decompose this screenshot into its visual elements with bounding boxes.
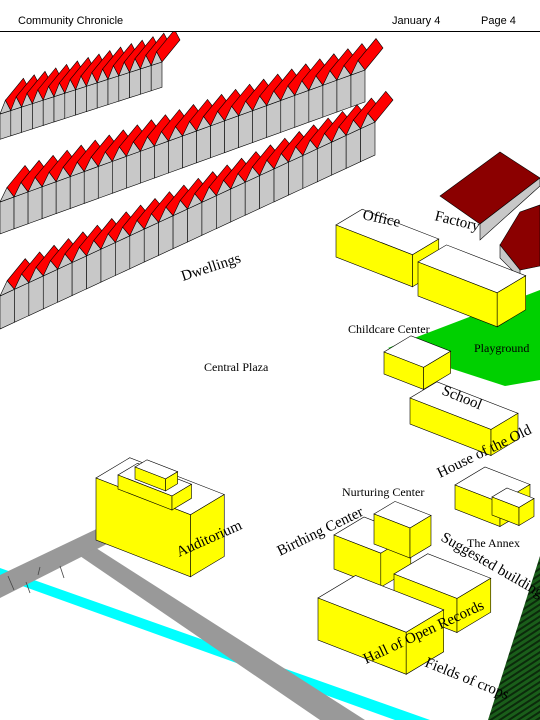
house-wall [294,89,310,128]
house-wall [13,191,29,230]
house-wall [154,140,169,179]
auditorium-top-side [165,471,178,492]
suggested-building-side [456,577,492,634]
dwellings-rows [0,32,394,330]
house-wall [42,96,55,126]
page-number: Page 4 [481,15,516,27]
fields-of-crops [488,556,540,720]
office-annex-side [496,275,527,328]
house-wall [336,74,352,113]
house-wall [129,68,141,99]
house-wall [97,160,113,199]
issue-date: January 4 [392,15,441,27]
house-wall [182,130,197,169]
town-plan-diagram: Dwellings Office Factory Childcare Cente… [0,32,540,720]
house-roof [156,32,181,63]
hall-of-open-records-side [405,609,445,675]
house-wall [53,92,66,123]
house-wall [64,89,76,119]
civic-buildings [95,208,535,675]
house-wall [210,120,225,159]
house-wall [96,78,109,109]
house-wall [32,99,44,130]
label-playground: Playground [474,341,529,355]
house-wall [140,65,152,95]
label-office: Office [361,207,402,231]
nurturing-center-side [409,514,432,559]
factory-roof [439,151,540,225]
label-nurturing-center: Nurturing Center [342,485,424,499]
label-childcare-center: Childcare Center [348,322,430,336]
house-wall [69,171,85,209]
label-fields-of-crops: Fields of crops [423,655,512,703]
house-wall [238,110,253,149]
house-wall [252,105,268,143]
house-wall [83,166,99,204]
house-wall [350,69,366,108]
publication-name: Community Chronicle [18,15,124,27]
childcare-center-side [423,350,451,390]
house-wall [150,61,163,92]
house-wall [118,71,130,102]
house-wall [86,82,98,112]
house-wall [107,75,120,106]
house-wall [140,145,155,184]
house-roof [367,90,394,123]
house-wall [224,115,239,154]
factory-side [479,177,540,241]
house-wall [112,155,127,194]
house-wall [280,94,296,133]
house-wall [126,150,141,189]
label-the-annex: The Annex [467,536,520,550]
school-side [490,412,519,457]
house-of-the-old-b-side [518,497,535,527]
auditorium-base-side [190,493,225,578]
label-dwellings: Dwellings [179,250,243,284]
house-wall [0,110,12,140]
house-wall [55,176,71,215]
road-markings [7,565,65,594]
auditorium-mid-side [171,483,192,511]
house-wall [196,125,211,164]
house-wall [41,181,57,220]
house-wall [308,84,324,123]
label-central-plaza: Central Plaza [204,360,269,374]
house-wall [10,106,22,137]
factory-building [439,151,540,279]
house-wall [168,135,183,174]
road-branch [80,548,365,720]
page-header: Community Chronicle January 4 Page 4 [0,0,540,32]
house-wall [27,186,43,225]
house-wall [21,103,33,133]
house-wall [322,79,338,118]
house-roof [357,38,384,71]
house-wall [266,100,282,138]
house-wall [0,196,15,235]
house-wall [75,85,87,116]
